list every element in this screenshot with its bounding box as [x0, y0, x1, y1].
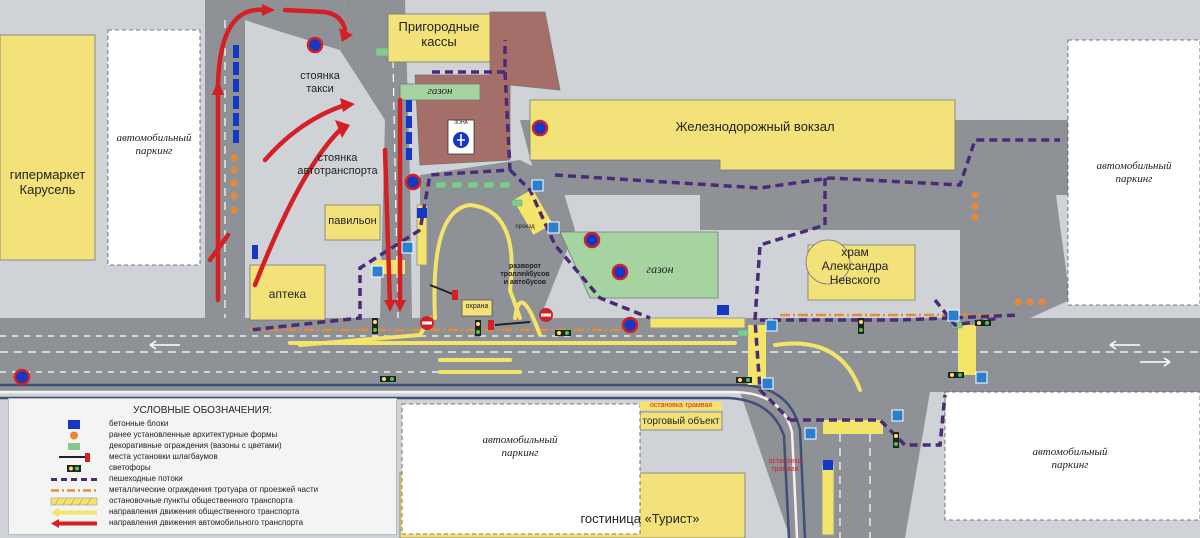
blue-block-icon — [68, 420, 80, 429]
parking-areas — [107, 29, 1200, 535]
architectural-forms — [230, 154, 1046, 306]
orange-dot-icon — [70, 431, 78, 440]
car-traffic-routes — [207, 7, 403, 308]
legend-item-transit-routes: направления движения общественного транс… — [9, 507, 396, 518]
pedestrian-flows — [249, 40, 1060, 447]
no-entry-signs — [420, 308, 553, 330]
car-traffic-arrowheads — [212, 4, 406, 312]
pharmacy-label: аптека — [268, 287, 307, 301]
legend-item-decorative-fences: декоративные ограждения (вазоны с цветам… — [9, 441, 396, 452]
legend-item-traffic-lights: светофоры — [9, 463, 396, 474]
orange-dashdot-icon — [51, 489, 97, 492]
security-label: охрана — [465, 303, 489, 310]
legend: УСЛОВНЫЕ ОБОЗНАЧЕНИЯ: бетонные блоки ран… — [8, 398, 397, 535]
barrier-icon — [59, 453, 90, 462]
legend-item-car-routes: направления движения автомобильного тран… — [9, 518, 396, 529]
lawns — [399, 83, 719, 299]
road-markings — [0, 20, 1200, 538]
lawn-top-label: газон — [427, 85, 453, 97]
yellow-arrow-icon — [51, 508, 97, 517]
legend-item-architectural-forms: ранее установленные архитектурные формы — [9, 430, 396, 441]
bus-stop-signs — [417, 208, 833, 470]
suburban-ticket-office-label: Пригородные кассы — [398, 19, 480, 49]
traffic-lights — [372, 318, 991, 448]
pedestrian-zone-sign — [447, 119, 475, 155]
red-arrow-icon — [51, 519, 97, 528]
security-booth — [461, 299, 493, 317]
legend-item-pedestrian-flows: пешеходные потоки — [9, 474, 396, 485]
hotel-label: гостиница «Турист» — [580, 511, 700, 526]
zone-sign-label: ЗОНА — [454, 120, 468, 126]
legend-item-barriers: места установки шлагбаумов — [9, 452, 396, 463]
lane-arrows — [149, 340, 1171, 367]
purple-dash-icon — [51, 478, 97, 481]
green-block-icon — [68, 443, 80, 450]
lawn-center-label: газон — [646, 262, 674, 276]
concrete-blocks — [233, 45, 412, 259]
metal-fences — [250, 313, 1000, 332]
legend-item-transit-stops: остановочные пункты общественного трансп… — [9, 496, 396, 507]
legend-title: УСЛОВНЫЕ ОБОЗНАЧЕНИЯ: — [133, 405, 272, 416]
legend-item-metal-fences: металлические ограждения тротуара от про… — [9, 485, 396, 496]
tram-stop-top-label: остановка трамвая — [640, 402, 722, 411]
shopping-facility-label: торговый объект — [642, 416, 720, 427]
crosswalk-signs — [371, 179, 988, 440]
traffic-light-icon — [67, 465, 81, 472]
railway-station-label: Железнодорожный вокзал — [675, 119, 835, 134]
no-parking-signs — [13, 36, 639, 386]
passage-label: проезд — [515, 224, 535, 230]
barriers — [429, 284, 531, 330]
pavilion-label: павильон — [328, 215, 377, 227]
legend-item-concrete-blocks: бетонные блоки — [9, 419, 396, 430]
yellow-hatch-icon — [50, 497, 98, 506]
